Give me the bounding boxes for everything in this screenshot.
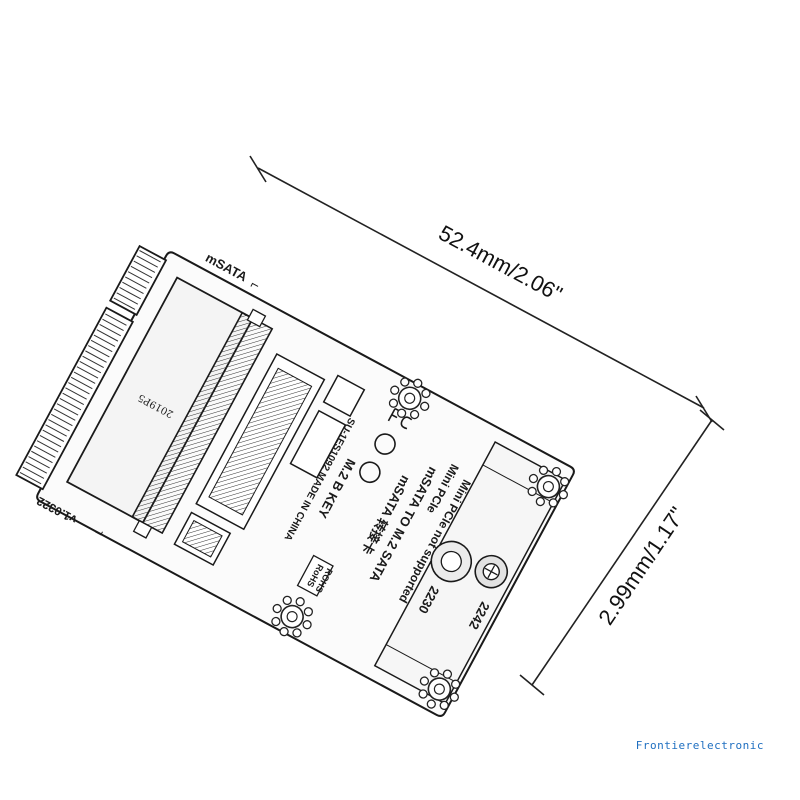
edge-connector [15,244,168,491]
recycle-mark [359,461,381,484]
pad-blocks [173,352,366,567]
standoff-screw [474,554,509,589]
corner-mark-top: ⌐ [248,275,263,293]
ce-mark [374,433,396,455]
watermark: Frontierelectronic [635,739,764,752]
standoff-hole [430,540,473,583]
width-dimension: 2.99mm/1.17" [519,409,725,696]
m2-socket: 2019P5 [65,276,274,539]
rohs-badge [296,554,334,597]
width-label: 2.99mm/1.17" [593,502,690,629]
adapter-board: 2019P5 mSATA ⌐ v1.0322 ⌐ SU-1ES1092 MADE… [15,244,578,719]
length-label: 52.4mm/2.06" [435,220,567,307]
